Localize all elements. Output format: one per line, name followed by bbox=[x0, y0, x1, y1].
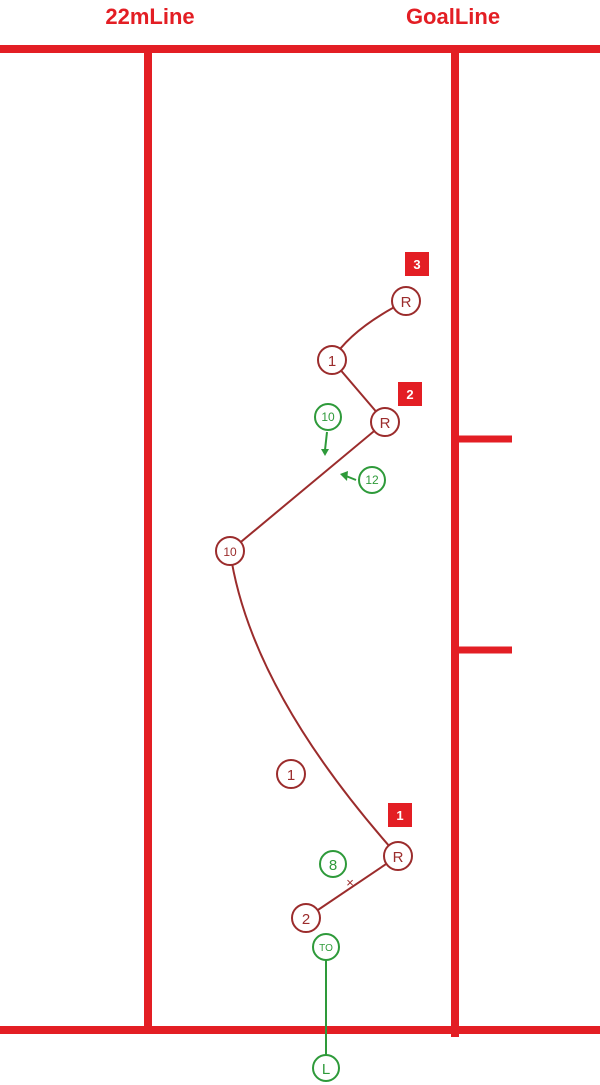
svg-text:1: 1 bbox=[287, 767, 295, 784]
run-line-ruck-to-10 bbox=[229, 550, 399, 857]
attack-marker-ruck-1: R bbox=[383, 841, 413, 871]
svg-text:10: 10 bbox=[321, 410, 335, 424]
attack-marker-ruck-3: R bbox=[391, 286, 421, 316]
svg-text:R: R bbox=[380, 415, 391, 432]
22m-line-label: 22mLine bbox=[105, 4, 194, 29]
phase-badge-3: 3 bbox=[405, 252, 429, 276]
svg-text:TO: TO bbox=[319, 943, 333, 954]
defence-marker-12: 12 bbox=[358, 466, 386, 494]
defence-marker-8: 8 bbox=[319, 850, 347, 878]
defence-marker-10: 10 bbox=[314, 403, 342, 431]
svg-text:12: 12 bbox=[365, 473, 379, 487]
run-line-10-to-ruck bbox=[229, 421, 386, 552]
attack-marker-1: 1 bbox=[317, 345, 347, 375]
svg-text:2: 2 bbox=[406, 387, 413, 402]
attack-marker-2: 2 bbox=[291, 903, 321, 933]
goal-line-label: GoalLine bbox=[406, 4, 500, 29]
arrow-head-icon bbox=[340, 471, 348, 481]
svg-text:10: 10 bbox=[223, 545, 237, 559]
svg-text:1: 1 bbox=[396, 808, 403, 823]
phase-badge-2: 2 bbox=[398, 382, 422, 406]
svg-text:L: L bbox=[322, 1061, 330, 1078]
phase-badge-1: 1 bbox=[388, 803, 412, 827]
svg-text:R: R bbox=[393, 849, 404, 866]
defence-12-arrow bbox=[345, 475, 357, 481]
pass-line-2-to-ruck bbox=[305, 855, 399, 919]
svg-text:R: R bbox=[401, 294, 412, 311]
defence-marker-to: TO bbox=[312, 933, 340, 961]
tackle-cross-icon: × bbox=[346, 875, 354, 890]
attack-marker-10: 10 bbox=[215, 536, 245, 566]
arrow-head-icon bbox=[321, 449, 329, 456]
svg-text:1: 1 bbox=[328, 353, 336, 370]
svg-text:2: 2 bbox=[302, 911, 310, 928]
defence-10-arrow bbox=[324, 431, 328, 451]
defence-marker-lineout: L bbox=[312, 1054, 340, 1082]
svg-text:8: 8 bbox=[329, 857, 337, 874]
attack-marker-ruck-2: R bbox=[370, 407, 400, 437]
attack-marker-1-run: 1 bbox=[276, 759, 306, 789]
svg-text:3: 3 bbox=[413, 257, 420, 272]
